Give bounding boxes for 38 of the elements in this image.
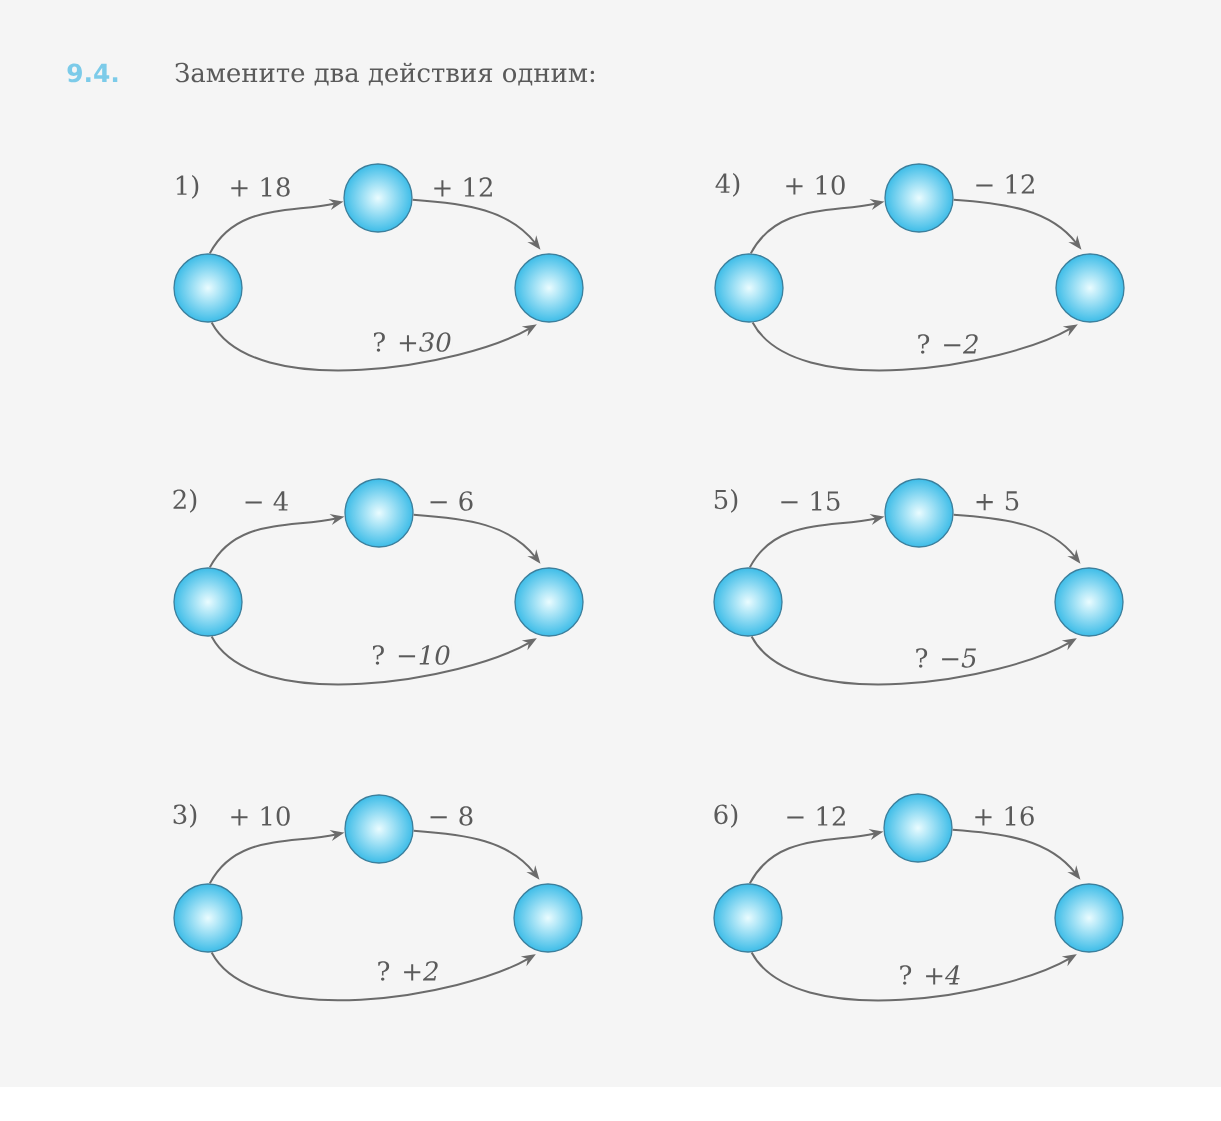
edge-label: − 12: [784, 805, 848, 827]
edge-label: + 5: [973, 490, 1021, 512]
circle: [513, 883, 583, 953]
edge-label: + 10: [783, 174, 847, 196]
edge-label: − 8: [427, 805, 475, 827]
circle: [343, 163, 413, 233]
circle: [173, 883, 243, 953]
edge-label: + 16: [972, 805, 1036, 827]
circle: [884, 163, 954, 233]
exercise-number: 9.4.: [67, 63, 118, 83]
edge-label: + 10: [228, 805, 292, 827]
edge-label: − 6: [427, 490, 475, 512]
circle: [173, 567, 243, 637]
edge-label: + 18: [228, 176, 292, 198]
edge-label: + 12: [431, 176, 495, 198]
circle: [1055, 253, 1125, 323]
circle: [173, 253, 243, 323]
circle: [1054, 567, 1124, 637]
circle: [1054, 883, 1124, 953]
edge-label: − 12: [973, 173, 1037, 195]
item-number: 3): [173, 804, 197, 828]
title: Замените два действия одним:: [175, 62, 595, 86]
circle: [713, 567, 783, 637]
circle: [884, 478, 954, 548]
circle: [514, 253, 584, 323]
circle: [883, 793, 953, 863]
circle: [514, 567, 584, 637]
edge-label: − 4: [242, 490, 290, 512]
item-number: 2): [173, 489, 197, 513]
item-number: 4): [715, 173, 740, 197]
circle: [344, 794, 414, 864]
item-number: 5): [714, 489, 738, 513]
circle: [344, 478, 414, 548]
edge-label: − 15: [778, 490, 842, 512]
item-number: 6): [714, 804, 738, 828]
item-number: 1): [176, 175, 199, 199]
circle: [713, 883, 783, 953]
circle: [714, 253, 784, 323]
